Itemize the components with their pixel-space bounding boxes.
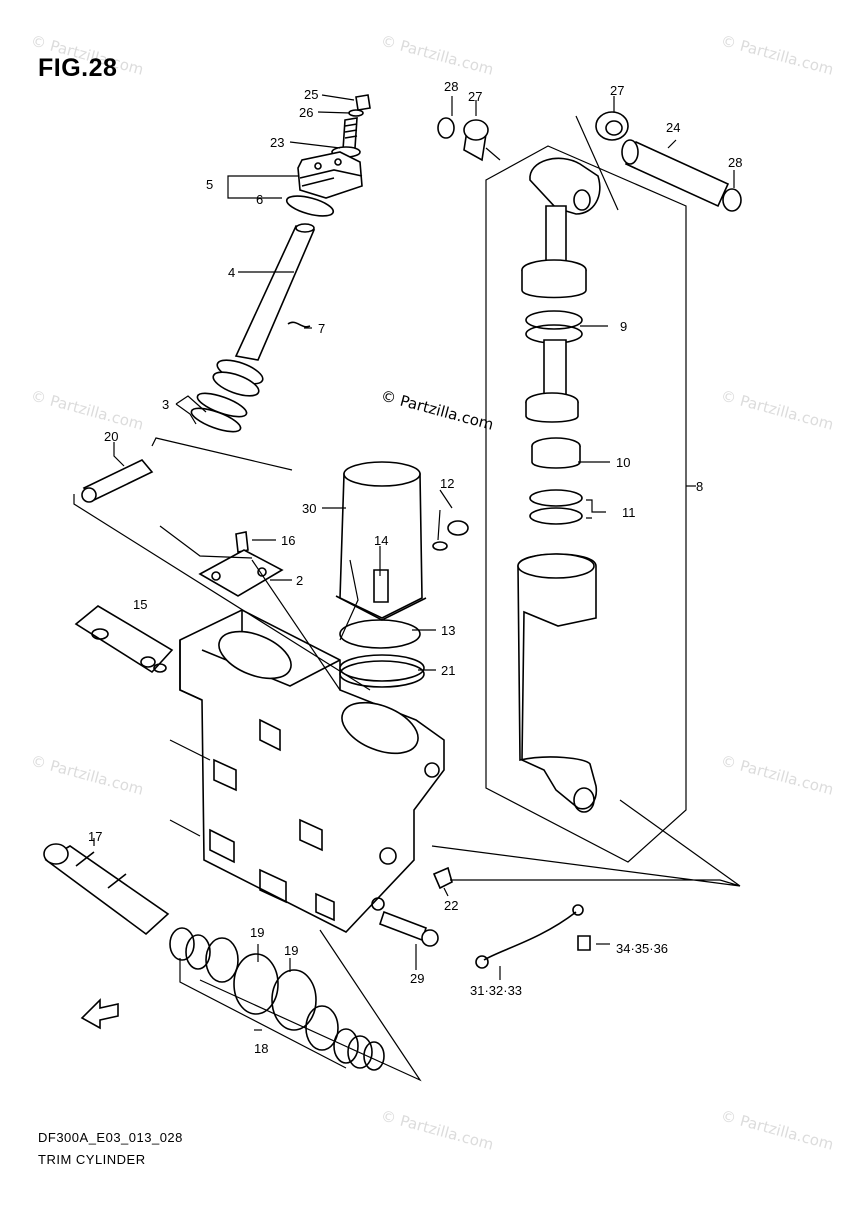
part-17-shaft bbox=[43, 843, 170, 936]
part-8-outline-box bbox=[485, 145, 687, 863]
part-26-washer bbox=[348, 109, 364, 117]
callout-20: 20 bbox=[104, 429, 118, 444]
part-6-o-ring bbox=[285, 195, 335, 217]
svg-text:© Partzilla.com: © Partzilla.com bbox=[719, 31, 835, 78]
part-16-bolt bbox=[235, 531, 249, 553]
part-31-33-ground-wire bbox=[475, 904, 584, 969]
svg-text:© Partzilla.com: © Partzilla.com bbox=[379, 1106, 495, 1153]
part-12-plug bbox=[432, 520, 469, 551]
diagram-name: TRIM CYLINDER bbox=[38, 1152, 146, 1167]
svg-text:© Partzilla.com: © Partzilla.com bbox=[719, 1106, 835, 1153]
callout-14: 14 bbox=[374, 533, 388, 548]
callout-22: 22 bbox=[444, 898, 458, 913]
svg-text:© Partzilla.com: © Partzilla.com bbox=[29, 386, 145, 433]
callout-8: 8 bbox=[696, 479, 703, 494]
callout-6: 6 bbox=[256, 192, 263, 207]
callout-2: 2 bbox=[296, 573, 303, 588]
callout-25: 25 bbox=[304, 87, 318, 102]
cylinder-housing bbox=[517, 553, 598, 813]
part-27-bushing-left bbox=[463, 119, 489, 162]
callout-15: 15 bbox=[133, 597, 147, 612]
part-14-bolt bbox=[373, 569, 389, 603]
part-18-washers-lower bbox=[305, 1005, 385, 1071]
callout-11: 11 bbox=[622, 505, 636, 520]
callout-23: 23 bbox=[270, 135, 284, 150]
svg-text:© Partzilla.com: © Partzilla.com bbox=[379, 31, 495, 78]
part-13-o-ring bbox=[339, 619, 421, 649]
part-28-circlip-right bbox=[722, 188, 742, 212]
callout-31-32-33: 31·32·33 bbox=[470, 983, 522, 998]
manifold-body bbox=[179, 609, 445, 933]
piston-lower bbox=[525, 339, 579, 423]
callout-26: 26 bbox=[299, 105, 313, 120]
callout-27-left: 27 bbox=[468, 89, 482, 104]
part-34-36-bolt bbox=[577, 935, 591, 951]
callout-30: 30 bbox=[302, 501, 316, 516]
svg-text:© Partzilla.com: © Partzilla.com bbox=[719, 751, 835, 798]
rod-eye bbox=[529, 157, 601, 215]
callout-13: 13 bbox=[441, 623, 455, 638]
part-5-cap bbox=[297, 151, 363, 199]
part-15-valve-kit bbox=[74, 605, 174, 674]
part-10-guide bbox=[531, 437, 581, 469]
callout-34-35-36: 34·35·36 bbox=[616, 941, 668, 956]
callout-27-right: 27 bbox=[610, 83, 624, 98]
part-9-seals bbox=[525, 310, 583, 344]
part-19-washers-upper bbox=[169, 927, 317, 1031]
callout-28-right: 28 bbox=[728, 155, 742, 170]
figure-title: FIG.28 bbox=[38, 54, 118, 82]
reference-lines bbox=[73, 115, 741, 1082]
part-2-plate bbox=[198, 549, 284, 597]
part-20-valve bbox=[81, 459, 154, 503]
callout-9: 9 bbox=[620, 319, 627, 334]
part-25-bolt bbox=[355, 94, 371, 111]
piston-rod bbox=[521, 205, 587, 299]
part-29-bolt bbox=[378, 910, 439, 947]
callout-5: 5 bbox=[206, 177, 213, 192]
diagram-code: DF300A_E03_013_028 bbox=[38, 1130, 183, 1145]
part-28-circlip-left bbox=[437, 117, 455, 139]
svg-text:© Partzilla.com: © Partzilla.com bbox=[719, 386, 835, 433]
callout-4: 4 bbox=[228, 265, 235, 280]
callout-19-left: 19 bbox=[250, 925, 264, 940]
callout-19-right: 19 bbox=[284, 943, 298, 958]
fwd-arrow-icon bbox=[80, 998, 119, 1030]
callout-24: 24 bbox=[666, 120, 680, 135]
callout-10: 10 bbox=[616, 455, 630, 470]
part-11-rings bbox=[529, 489, 583, 525]
svg-text:© Partzilla.com: © Partzilla.com bbox=[29, 751, 145, 798]
callout-12: 12 bbox=[440, 476, 454, 491]
part-23-valve bbox=[331, 117, 361, 158]
callout-18: 18 bbox=[254, 1041, 268, 1056]
watermark-center: © Partzilla.com bbox=[379, 386, 495, 433]
callout-29: 29 bbox=[410, 971, 424, 986]
part-27-bushing-right bbox=[595, 111, 629, 141]
part-24-shaft bbox=[621, 139, 730, 208]
part-7-pin bbox=[287, 321, 311, 328]
part-4-tube bbox=[234, 223, 316, 361]
callout-3: 3 bbox=[162, 397, 169, 412]
part-3-rings bbox=[190, 392, 248, 433]
callout-17: 17 bbox=[88, 829, 102, 844]
leader-lines bbox=[93, 94, 735, 1069]
callout-16: 16 bbox=[281, 533, 295, 548]
part-21-o-ring bbox=[339, 654, 425, 688]
piston-head bbox=[212, 359, 264, 397]
part-22-bolt bbox=[432, 866, 453, 890]
callout-28-left: 28 bbox=[444, 79, 458, 94]
callout-labels: 25 26 23 5 6 4 7 3 20 16 2 15 30 14 12 1… bbox=[88, 79, 742, 1056]
callout-21: 21 bbox=[441, 663, 455, 678]
callout-7: 7 bbox=[318, 321, 325, 336]
